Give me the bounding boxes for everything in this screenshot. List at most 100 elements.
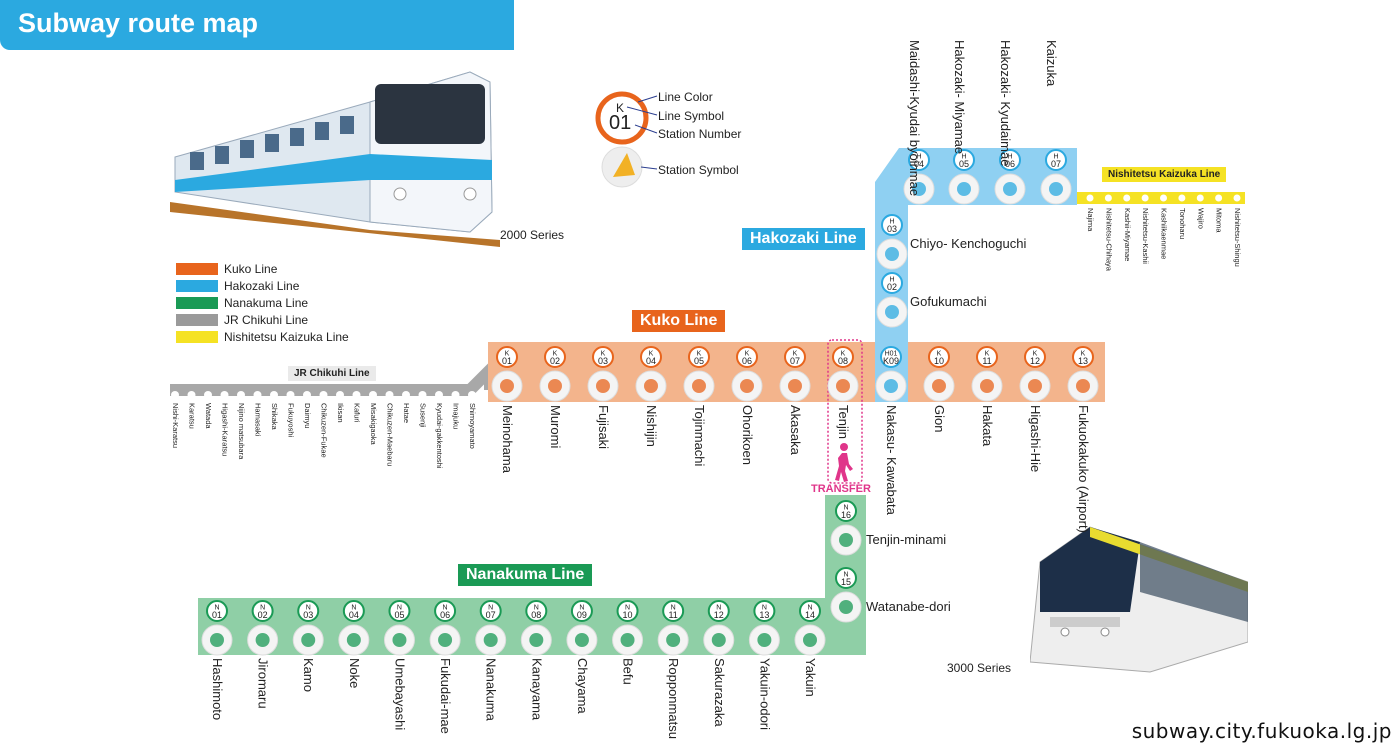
nanakuma-station-marker: N07 [475, 600, 507, 656]
chikuhi-station-dot [418, 391, 427, 399]
nanakuma-line-band [198, 495, 866, 655]
chikuhi-station-dot [270, 391, 278, 399]
svg-text:05: 05 [394, 610, 404, 620]
kaizuka-station-name: Nishitetsu-Kashii [1141, 208, 1151, 264]
kaizuka-station-dot [1160, 194, 1167, 202]
chikuhi-station-name: Daimyu [303, 403, 312, 429]
chikuhi-station-dot [402, 391, 410, 399]
svg-text:02: 02 [550, 356, 560, 366]
kuko-station-name: Fukuokakuko (Airport) [1076, 405, 1091, 533]
svg-text:N: N [488, 605, 493, 612]
svg-text:03: 03 [303, 610, 313, 620]
svg-text:K: K [601, 351, 606, 358]
chikuhi-station-name: Shikaka [270, 403, 279, 430]
svg-text:06: 06 [440, 610, 450, 620]
legend-kuko: Kuko Line [176, 262, 277, 276]
hakozaki-station-marker: H02 [876, 272, 908, 328]
legend-hakozaki: Hakozaki Line [176, 279, 299, 293]
svg-text:11: 11 [982, 356, 991, 366]
svg-text:05: 05 [959, 159, 969, 169]
nanakuma-station-name: Umebayashi [392, 658, 408, 731]
kuko-station-marker: K03 [587, 346, 619, 402]
hakozaki-station-marker: H04 [903, 149, 935, 205]
svg-text:N: N [843, 505, 848, 512]
svg-text:04: 04 [349, 610, 359, 620]
svg-text:07: 07 [486, 610, 496, 620]
svg-text:11: 11 [668, 610, 677, 620]
chikuhi-station-dot [385, 391, 394, 399]
hakozaki-station-name: Hakozaki- Kyudaimae [998, 40, 1013, 167]
hakozaki-station-name: Kaizuka [1044, 40, 1059, 87]
chikuhi-station-name: Kyudai-gakkentoshi [435, 403, 444, 469]
nanakuma-station-marker: N01 [201, 600, 233, 656]
transfer-label: TRANSFER [811, 483, 871, 495]
nanakuma-station-marker: N14 [794, 600, 826, 656]
svg-text:H: H [1053, 154, 1058, 161]
svg-text:03: 03 [887, 224, 897, 234]
key-station-symbol-label: Station Symbol [658, 163, 739, 177]
svg-text:H: H [961, 154, 966, 161]
nanakuma-station-name: Yakuin [803, 658, 818, 697]
nanakuma-station-marker: N13 [748, 600, 780, 656]
svg-text:H01: H01 [885, 351, 898, 358]
key-station-number-label: Station Number [658, 127, 742, 141]
svg-text:K: K [1033, 351, 1038, 358]
svg-text:03: 03 [598, 356, 608, 366]
svg-text:K: K [985, 351, 990, 358]
svg-text:13: 13 [1078, 356, 1088, 366]
train-3000-caption: 3000 Series [947, 661, 1012, 675]
svg-text:06: 06 [742, 356, 752, 366]
title-banner: Subway route map [0, 0, 514, 50]
kuko-station-marker: K10 [923, 346, 955, 402]
svg-text:N: N [534, 605, 539, 612]
kaizuka-station-name: Kashii-Miyamae [1122, 208, 1132, 262]
svg-text:02: 02 [887, 282, 897, 292]
chikuhi-station-name: Nijino matsubara [237, 403, 246, 460]
svg-text:10: 10 [934, 356, 944, 366]
kuko-station-marker: K01 [491, 346, 523, 402]
nanakuma-station-marker: N04 [338, 600, 370, 656]
chikuhi-station-dot [171, 391, 179, 399]
source-credit: subway.city.fukuoka.lg.jp [1131, 719, 1392, 743]
svg-text:13: 13 [759, 610, 769, 620]
kuko-station-name: Nakasu- Kawabata [884, 405, 899, 515]
svg-text:01: 01 [212, 610, 222, 620]
legend-chikuhi: JR Chikuhi Line [176, 313, 308, 327]
nanakuma-station-marker: N09 [566, 600, 598, 656]
svg-text:K: K [841, 351, 846, 358]
legend-swatch [176, 280, 218, 292]
nanakuma-station-marker: N05 [383, 600, 415, 656]
chikuhi-station-dot [253, 391, 262, 399]
kuko-station-marker: K05 [683, 346, 715, 402]
kuko-station-marker: K11 [971, 346, 1003, 402]
hakozaki-station-name: Maidashi-Kyudai byoinmae [907, 40, 922, 197]
train-2000-series-image [170, 71, 500, 247]
svg-text:K: K [505, 351, 510, 358]
transfer-box [827, 339, 863, 484]
chikuhi-station-dot [352, 391, 361, 399]
hakozaki-line-label: Hakozaki Line [742, 228, 865, 250]
kuko-station-name: Hakata [980, 405, 995, 447]
nanakuma-station-name: Nanakuma [483, 658, 499, 721]
nanakuma-station-marker: N15 [830, 567, 862, 623]
key-line-symbol-label: Line Symbol [658, 109, 725, 123]
kuko-station-marker: K08 [827, 346, 859, 402]
nanakuma-station-marker: N16 [830, 500, 862, 556]
transfer-walker-icon [835, 443, 853, 482]
kaizuka-station-dot [1141, 194, 1149, 202]
kaizuka-station-dot [1196, 194, 1204, 202]
legend-swatch [176, 263, 218, 275]
legend-swatch [176, 297, 218, 309]
svg-text:K09: K09 [883, 356, 899, 366]
nanakuma-station-marker: N06 [429, 600, 461, 656]
kuko-line-label: Kuko Line [632, 310, 726, 332]
svg-text:N: N [807, 605, 812, 612]
chikuhi-station-name: Nishi-Karatsu [171, 403, 180, 449]
kaizuka-station-dot [1215, 194, 1223, 202]
legend-swatch [176, 331, 218, 343]
kuko-station-marker: K02 [539, 346, 571, 402]
svg-text:N: N [214, 605, 219, 612]
kuko-station-name: Nishijin [644, 405, 659, 447]
page-title: Subway route map [18, 8, 259, 38]
